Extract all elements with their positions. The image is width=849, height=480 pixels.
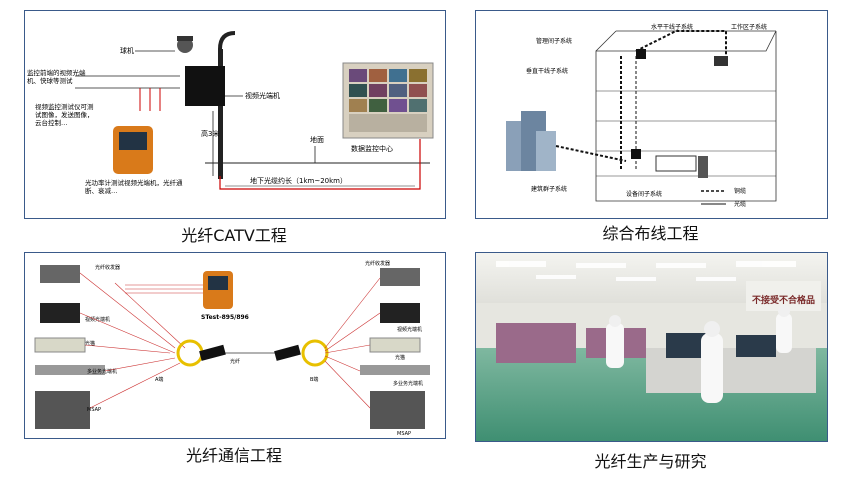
monitor-grid <box>349 69 427 132</box>
ups-left-icon <box>34 337 86 353</box>
fiber-amp-right-label: 光纤收发器 <box>365 260 390 267</box>
factory-banner: 不接受不合格品 <box>752 294 815 306</box>
multi-right-label: 多业务光端机 <box>393 380 423 387</box>
catv-panel: 球机 视频光端机 监控前端的视频光端机、快球等测试 视频监控测试仪可测试图像，发… <box>24 10 446 219</box>
factory-panel: 不接受不合格品 <box>475 252 828 442</box>
cabling-panel: 水平干线子系统 工作区子系统 管理间子系统 垂直干线子系统 建筑群子系统 设备间… <box>475 10 828 219</box>
cable-length-label: 地下光缆约长（1km~20km） <box>250 176 347 185</box>
site-b-label: B端 <box>310 376 318 383</box>
fiber-amp-right-icon <box>380 268 420 286</box>
video-left-label: 视频光端机 <box>85 316 110 323</box>
ups-left-label: 光猫 <box>85 340 95 347</box>
stest-device-label: STest-895/896 <box>201 314 249 321</box>
monitor-center-label: 数据监控中心 <box>351 144 393 153</box>
workers <box>606 313 792 403</box>
cabling-caption: 综合布线工程 <box>602 224 699 243</box>
video-transceiver-box <box>185 66 225 106</box>
work-area-label: 工作区子系统 <box>731 23 767 31</box>
height-label: 高3米 <box>201 129 219 138</box>
dome-camera-label: 球机 <box>120 46 134 55</box>
fiber-legend-label: 光缆 <box>734 200 746 208</box>
building-label: 建筑群子系统 <box>531 185 567 193</box>
horizontal-label: 水平干线子系统 <box>651 23 693 31</box>
msap-right-label: MSAP <box>397 431 411 437</box>
right-fiber-lines <box>324 277 381 409</box>
video-right-label: 视频光端机 <box>397 326 422 333</box>
coil-b-icon <box>301 339 329 367</box>
comms-caption: 光纤通信工程 <box>185 446 282 465</box>
computer-icon <box>714 56 728 66</box>
fiber-label: 光纤 <box>230 358 240 365</box>
catv-diagram: 球机 视频光端机 监控前端的视频光端机、快球等测试 视频监控测试仪可测试图像，发… <box>27 31 434 195</box>
multi-right-icon <box>360 365 430 375</box>
management-label: 管理间子系统 <box>536 37 572 45</box>
test-monitor-label: 监控前端的视频光端机、快球等测试 <box>27 69 86 85</box>
tester-desc-label: 视频监控测试仪可测试图像，发送图像，云台控制… <box>35 103 94 127</box>
msap-right-icon <box>370 391 425 429</box>
building-icon <box>506 111 556 171</box>
equipment-label: 设备间子系统 <box>626 190 662 198</box>
catv-caption: 光纤CATV工程 <box>181 226 287 245</box>
cabling-diagram: 水平干线子系统 工作区子系统 管理间子系统 垂直干线子系统 建筑群子系统 设备间… <box>506 23 777 208</box>
site-a-label: A端 <box>155 376 163 383</box>
video-right-icon <box>380 303 420 323</box>
comms-panel: 光纤收发器 视频光端机 光猫 多业务光端机 MSAP STest-895/896… <box>24 252 446 439</box>
underground-cable <box>219 139 421 190</box>
fiber-amp-left-icon <box>40 265 80 283</box>
video-transceiver-label: 视频光端机 <box>245 91 280 100</box>
multi-left-icon <box>35 365 105 375</box>
coil-a-icon <box>176 339 204 367</box>
power-meter-label: 光功率计测试视频光端机，光纤通断、衰减… <box>85 179 183 195</box>
vertical-label: 垂直干线子系统 <box>526 67 568 75</box>
multi-left-label: 多业务光端机 <box>87 368 117 375</box>
comms-diagram: 光纤收发器 视频光端机 光猫 多业务光端机 MSAP STest-895/896… <box>34 260 430 437</box>
factory-caption: 光纤生产与研究 <box>594 452 707 471</box>
fiber-amp-left-label: 光纤收发器 <box>95 264 120 271</box>
pole <box>218 49 223 179</box>
ground-label: 地面 <box>310 135 324 144</box>
copper-label: 铜缆 <box>734 187 746 195</box>
ups-right-icon <box>369 337 421 353</box>
msap-left-label: MSAP <box>87 407 101 413</box>
factory-photo: 不接受不合格品 <box>476 253 827 441</box>
video-left-icon <box>40 303 80 323</box>
msap-left-icon <box>35 391 90 429</box>
ups-right-label: 光猫 <box>395 354 405 361</box>
